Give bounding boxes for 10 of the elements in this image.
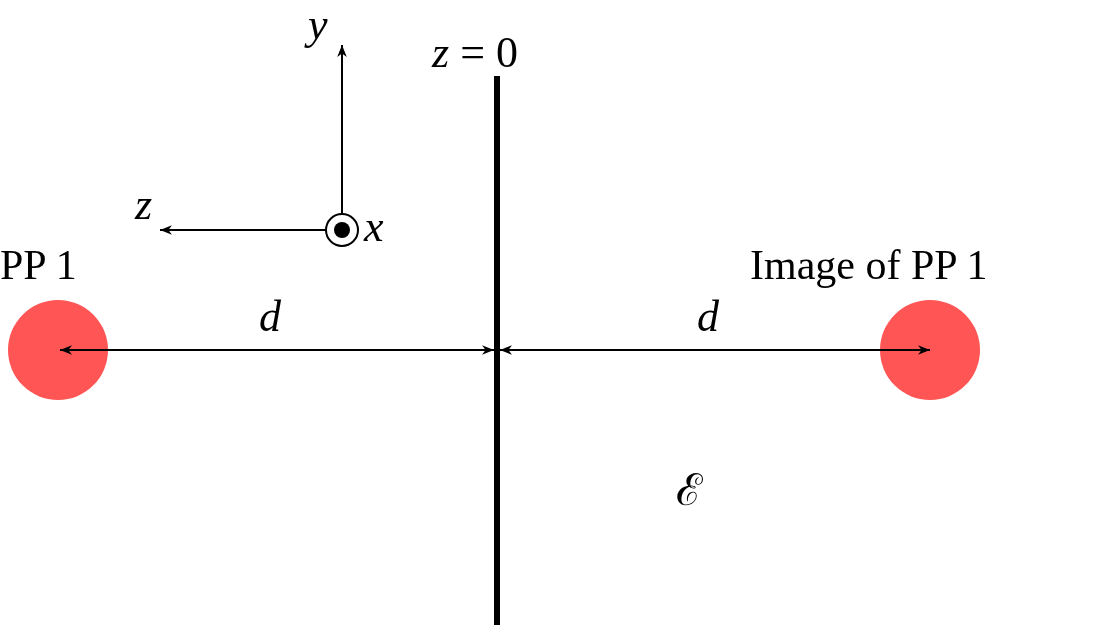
double-arrow (499, 345, 931, 355)
plane-label: z = 0 (432, 28, 518, 78)
particle-label: PP 1 (0, 241, 77, 290)
edge-label: d (697, 292, 719, 342)
medium-label: ℰ (676, 466, 703, 516)
edge-label: d (259, 292, 281, 342)
axis-label: x (364, 202, 384, 252)
particle-label: Image of PP 1 (750, 241, 988, 290)
double-arrow (59, 345, 495, 355)
axis-label: z (135, 180, 153, 230)
